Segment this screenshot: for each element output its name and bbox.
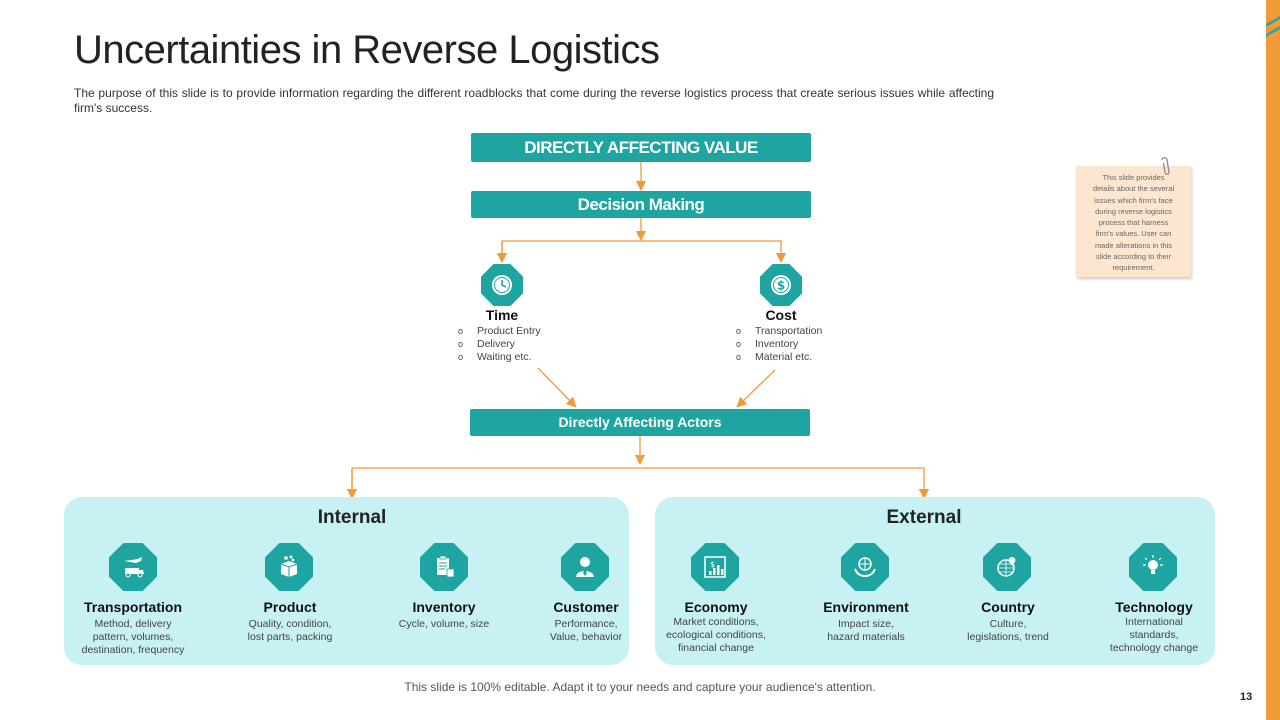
footer-text: This slide is 100% editable. Adapt it to… [404,680,876,694]
list-item: Waiting etc. [458,351,541,364]
inventory-desc: Cycle, volume, size [398,618,490,630]
lightbulb-icon [1129,543,1177,591]
product-desc: Quality, condition,lost parts, packing [247,618,333,643]
dollar-icon: $ [760,264,802,306]
globe-hands-icon [841,543,889,591]
customer-desc: Performance,Value, behavior [549,618,623,643]
svg-text:$: $ [777,279,785,293]
economy-desc: Market conditions,ecological conditions,… [666,616,766,654]
clipboard-icon [420,543,468,591]
arrow-time-to-actors [537,367,577,408]
transport-icon [109,543,157,591]
transportation-label: Transportation [83,599,182,615]
cost-label: Cost [765,307,797,323]
list-item: Product Entry [458,325,541,338]
environment-label: Environment [823,599,909,615]
economy-chart-icon: $ [691,543,739,591]
environment-desc: Impact size,hazard materials [827,618,905,643]
external-title: External [886,507,962,528]
list-item: Transportation [736,325,822,338]
page-subtitle: The purpose of this slide is to provide … [74,86,994,115]
page-title: Uncertainties in Reverse Logistics [74,28,660,72]
paperclip-icon [1161,157,1170,175]
decision-making-bar: Decision Making [471,191,811,218]
clock-icon [481,264,523,306]
directly-affecting-actors-bar: Directly Affecting Actors [470,409,810,436]
inventory-label: Inventory [412,599,476,615]
country-label: Country [981,599,1035,615]
technology-label: Technology [1115,599,1193,615]
time-label: Time [485,307,519,323]
box-icon [265,543,313,591]
branch-time-cost [501,240,787,264]
accent-sidebar [1266,0,1280,720]
directly-affecting-value-bar: DIRECTLY AFFECTING VALUE [471,133,811,162]
person-icon [561,543,609,591]
list-item: Material etc. [736,351,822,364]
globe-pin-icon [983,543,1031,591]
list-item: Inventory [736,338,822,351]
external-panel [655,497,1215,665]
page-number: 13 [1240,691,1253,703]
customer-label: Customer [553,599,619,615]
product-label: Product [263,599,317,615]
economy-label: Economy [684,599,748,615]
branch-internal-external [351,467,930,500]
internal-panel [64,497,629,665]
arrow-cost-to-actors [736,369,776,408]
time-list: Product Entry Delivery Waiting etc. [458,325,541,364]
list-item: Delivery [458,338,541,351]
svg-text:$: $ [710,560,715,569]
internal-title: Internal [317,507,387,528]
cost-list: Transportation Inventory Material etc. [736,325,822,364]
country-desc: Culture,legislations, trend [967,618,1049,643]
